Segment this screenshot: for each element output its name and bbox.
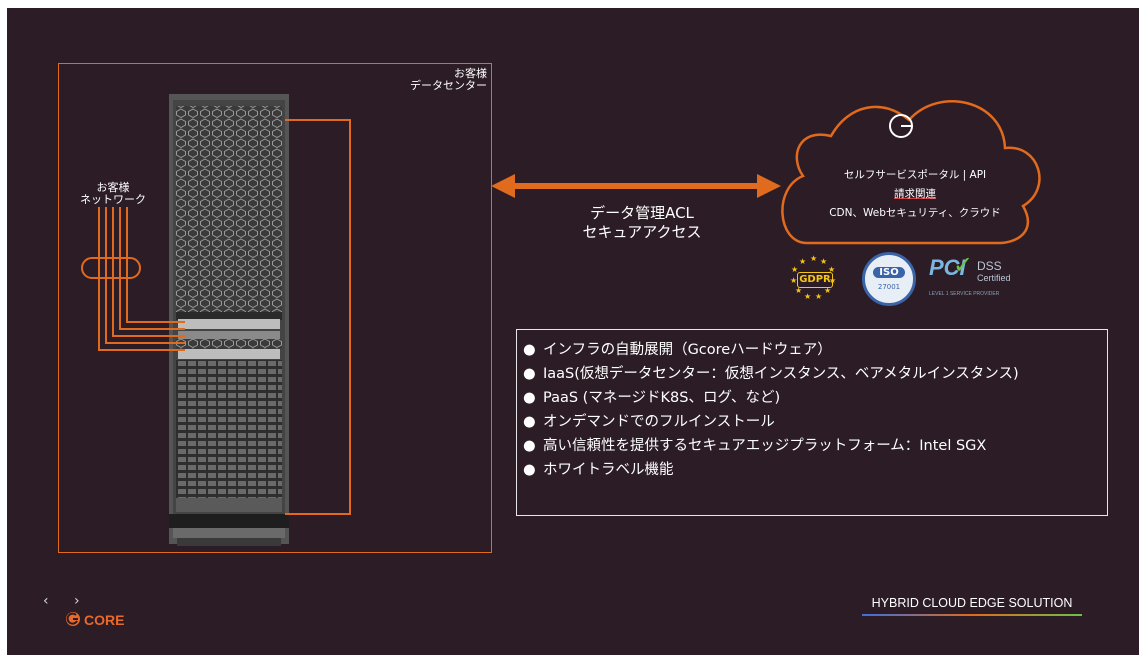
svg-text:★: ★	[824, 286, 831, 295]
acl-arrow	[491, 174, 781, 198]
svg-text:★: ★	[828, 265, 835, 274]
acl-label: データ管理ACL セキュアアクセス	[582, 204, 702, 241]
portal-api-text: セルフサービスポータル | API	[843, 169, 987, 181]
list-item: ●PaaS (マネージドK8S、ログ、など)	[523, 390, 781, 406]
svg-text:★: ★	[810, 254, 817, 263]
gcore-icon	[889, 114, 913, 138]
list-item: ●IaaS(仮想データセンター：仮想インスタンス、ベアメタルインスタンス)	[523, 366, 1019, 382]
prev-slide-button[interactable]: ‹	[43, 593, 49, 609]
slide: お客様 データセンター お客様 ネットワーク	[7, 8, 1139, 655]
datacenter-label: お客様 データセンター	[410, 67, 487, 92]
network-label: お客様 ネットワーク	[80, 181, 146, 206]
server-rack	[169, 94, 289, 546]
svg-text:★: ★	[820, 257, 827, 266]
svg-text:★: ★	[791, 265, 798, 274]
svg-text:★: ★	[804, 292, 811, 301]
next-slide-button[interactable]: ›	[74, 593, 80, 609]
services-text: CDN、Webセキュリティ、クラウド	[829, 207, 1001, 219]
svg-text:★: ★	[815, 292, 822, 301]
brand-name: CORE	[84, 612, 125, 628]
list-item: ●ホワイトラベル機能	[523, 462, 674, 478]
billing-text: 請求関連	[894, 188, 936, 200]
iso-badge: ISO 27001	[862, 252, 916, 306]
svg-text:★: ★	[799, 257, 806, 266]
list-item: ●高い信頼性を提供するセキュアエッジプラットフォーム：Intel SGX	[523, 438, 987, 454]
list-item: ●オンデマンドでのフルインストール	[523, 414, 775, 430]
pci-dss-badge: PCI ✓ DSS Certified LEVEL 1 SERVICE PROV…	[929, 251, 1011, 297]
network-diagram	[81, 94, 1041, 546]
datacenter-box	[58, 63, 492, 553]
cloud-services-text: セルフサービスポータル | API 請求関連 CDN、Webセキュリティ、クラウ…	[803, 166, 1027, 223]
gdpr-badge: ★★★ ★★★ ★★★ ★★ GDPR	[787, 252, 841, 306]
features-list: ●インフラの自動展開（Gcoreハードウェア） ●IaaS(仮想データセンター：…	[516, 329, 1108, 516]
checkmark-icon: ✓	[953, 251, 974, 279]
tagline-underline	[862, 614, 1082, 616]
svg-text:★: ★	[790, 276, 797, 285]
network-cables	[81, 119, 351, 515]
gcore-logo-icon	[66, 612, 80, 626]
svg-text:★: ★	[795, 286, 802, 295]
list-item: ●インフラの自動展開（Gcoreハードウェア）	[523, 342, 832, 358]
tagline: HYBRID CLOUD EDGE SOLUTION	[847, 596, 1097, 616]
